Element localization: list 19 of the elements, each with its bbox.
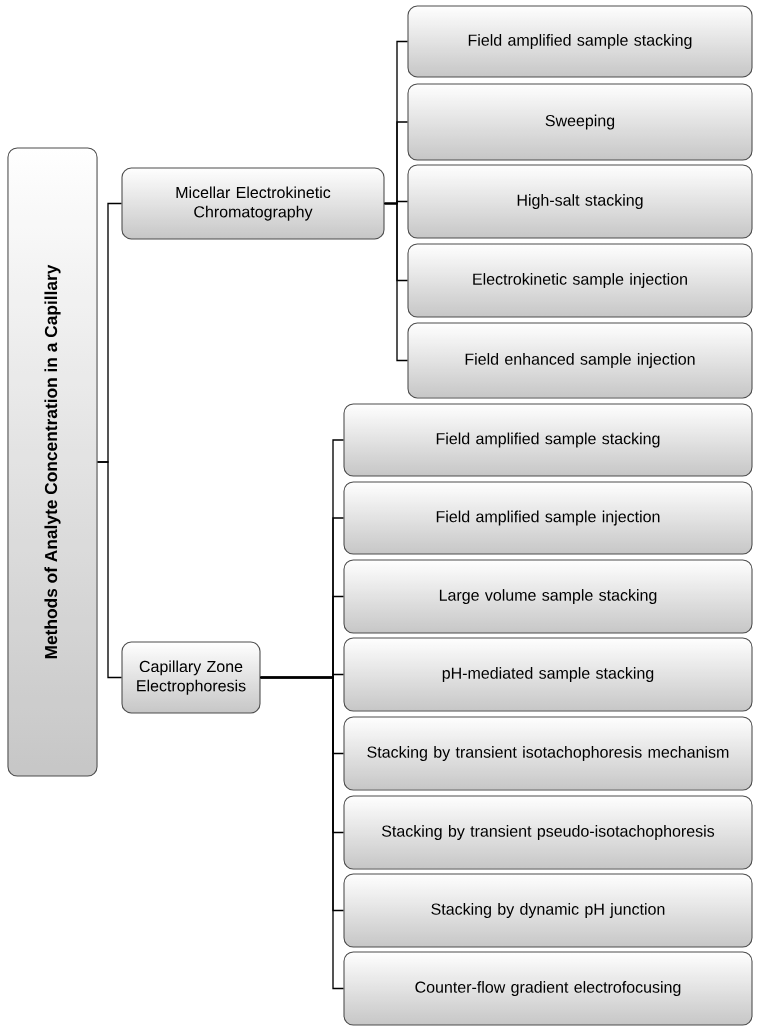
method-box: Stacking by transient isotachophoresis mechanism xyxy=(343,716,753,791)
subcategory-box: Capillary Zone Electrophoresis xyxy=(121,641,261,714)
subcategory-box: Micellar Electrokinetic Chromatography xyxy=(121,167,385,240)
connector-line xyxy=(259,676,345,990)
category-box: Methods of Analyte Concentration in a Capillary xyxy=(7,147,98,777)
method-box: Stacking by dynamic pH junction xyxy=(343,873,753,948)
method-box: High-salt stacking xyxy=(407,164,753,239)
method-box: Electrokinetic sample injection xyxy=(407,243,753,318)
method-box: Field enhanced sample injection xyxy=(407,322,753,399)
method-box: pH-mediated sample stacking xyxy=(343,637,753,712)
method-box: Field amplified sample injection xyxy=(343,481,753,555)
method-box: Counter-flow gradient electrofocusing xyxy=(343,951,753,1026)
connector-line xyxy=(383,202,409,362)
method-box: Large volume sample stacking xyxy=(343,559,753,634)
method-box: Sweeping xyxy=(407,83,753,161)
connector-line xyxy=(96,461,123,679)
method-box: Stacking by transient pseudo-isotachophoresis xyxy=(343,795,753,870)
method-box: Field amplified sample stacking xyxy=(343,403,753,477)
method-box: Field amplified sample stacking xyxy=(407,5,753,78)
